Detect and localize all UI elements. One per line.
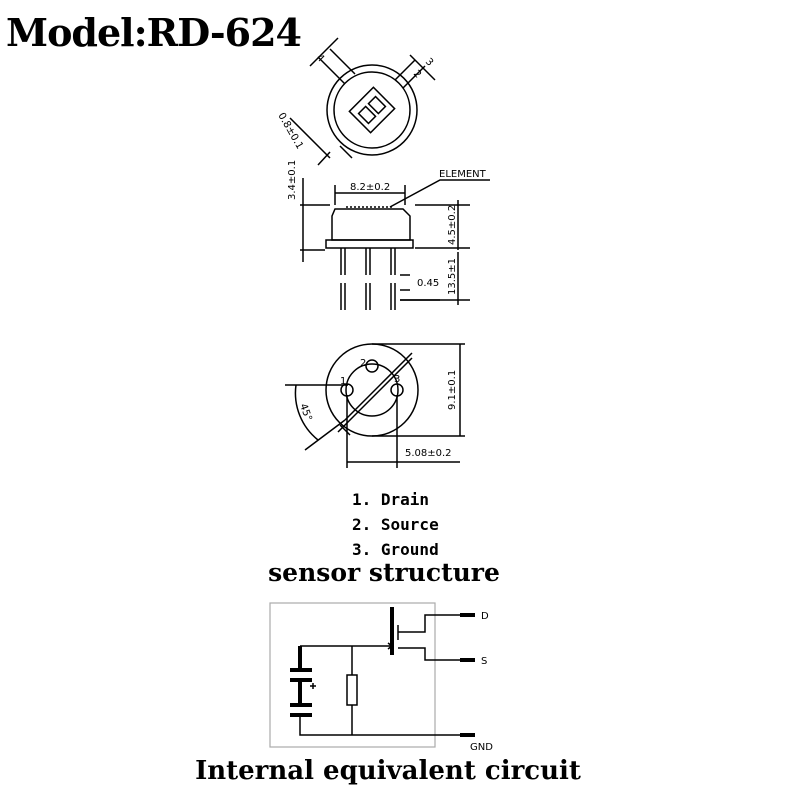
structure-caption: sensor structure	[268, 558, 500, 587]
bottom-pin-1-label: 1	[340, 376, 346, 387]
height-cap-label: 3.4±0.1	[287, 160, 298, 200]
element-label: ELEMENT	[439, 169, 487, 180]
pin-list-item: 1. Drain	[352, 490, 430, 509]
pin-list-item: 2. Source	[352, 515, 439, 534]
circuit-caption: Internal equivalent circuit	[195, 756, 581, 786]
source-terminal-label: S	[481, 656, 487, 667]
lead-pitch-label: 0.8±0.1	[275, 111, 305, 151]
body-height-label: 4.5±0.2	[447, 205, 458, 245]
top-view	[289, 37, 436, 166]
drain-terminal-label: D	[481, 611, 489, 622]
side-view	[300, 178, 490, 310]
gnd-terminal-label: GND	[470, 742, 493, 753]
bottom-pin-2-label: 2	[360, 358, 366, 369]
model-title: Model:RD-624	[6, 10, 302, 55]
pin-list: 1. Drain 2. Source 3. Ground	[352, 487, 439, 562]
angle-label: 45°	[297, 402, 313, 422]
pin-list-item: 3. Ground	[352, 540, 439, 559]
pin-spacing-label: 5.08±0.2	[405, 448, 452, 459]
lead-length-label: 13.5±1	[447, 258, 458, 295]
lead-dia-label: 0.45	[417, 278, 439, 289]
bottom-view	[285, 343, 465, 468]
equivalent-circuit	[269, 602, 475, 748]
window-width-label: 8.2±0.2	[350, 182, 390, 193]
diameter-label: 9.1±0.1	[447, 370, 458, 410]
bottom-pin-3-label: 3	[394, 374, 400, 385]
